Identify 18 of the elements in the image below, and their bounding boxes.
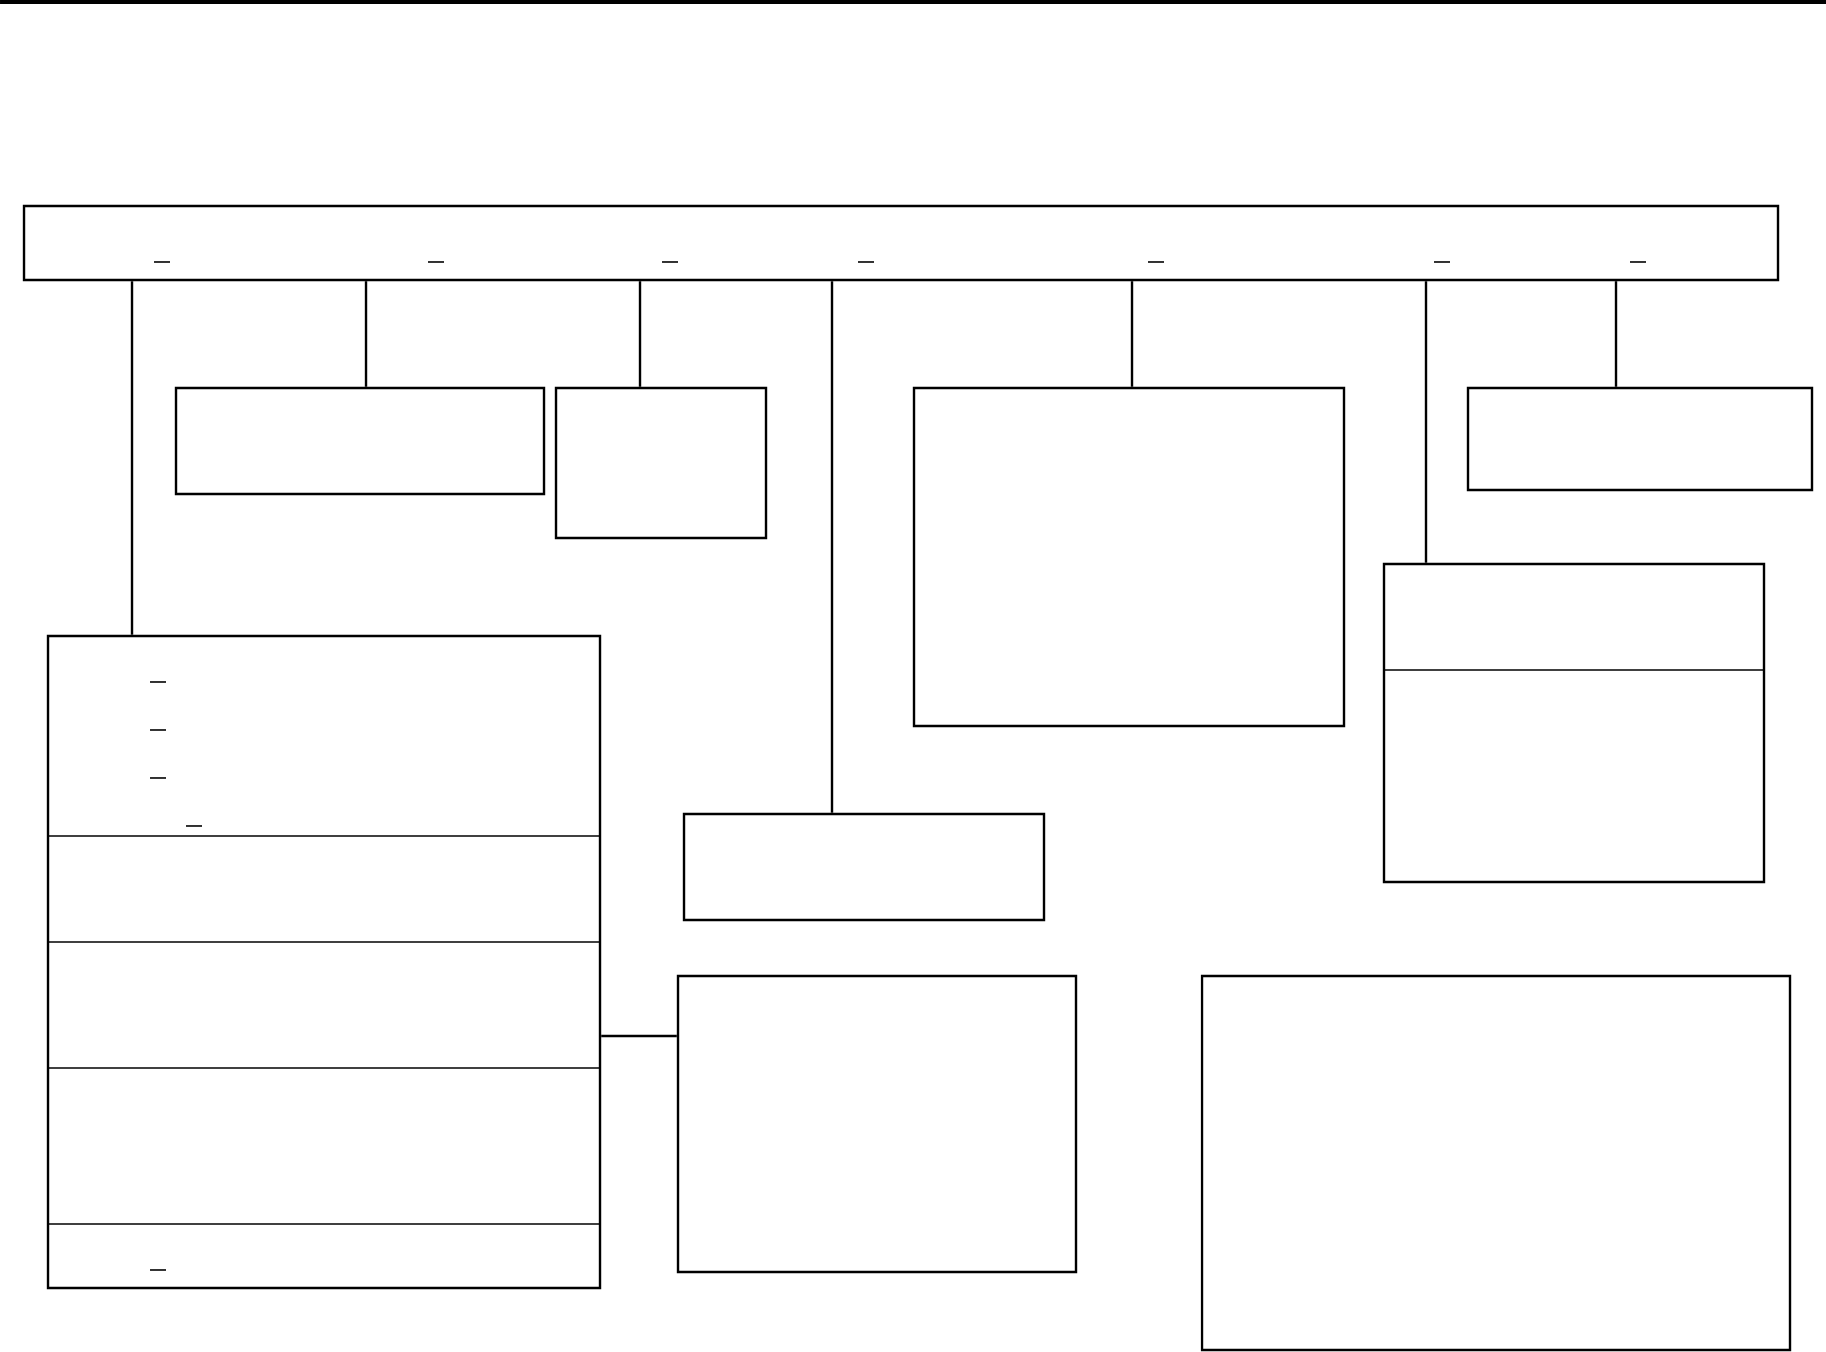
connector-line	[1130, 281, 1134, 387]
empty-box	[1382, 562, 1766, 884]
empty-box	[22, 204, 1780, 282]
connector-line	[638, 281, 642, 387]
empty-box	[912, 386, 1346, 728]
empty-box	[676, 974, 1078, 1274]
connector-line	[130, 281, 134, 635]
connector-line	[601, 1034, 677, 1038]
empty-box	[174, 386, 546, 496]
connector-line	[364, 281, 368, 387]
connector-line	[830, 281, 834, 813]
empty-box	[682, 812, 1046, 922]
connector-line	[1614, 281, 1618, 387]
empty-box	[1200, 974, 1792, 1352]
empty-box	[554, 386, 768, 540]
empty-box	[46, 634, 602, 1290]
connector-line	[1424, 281, 1428, 563]
empty-box	[1466, 386, 1814, 492]
